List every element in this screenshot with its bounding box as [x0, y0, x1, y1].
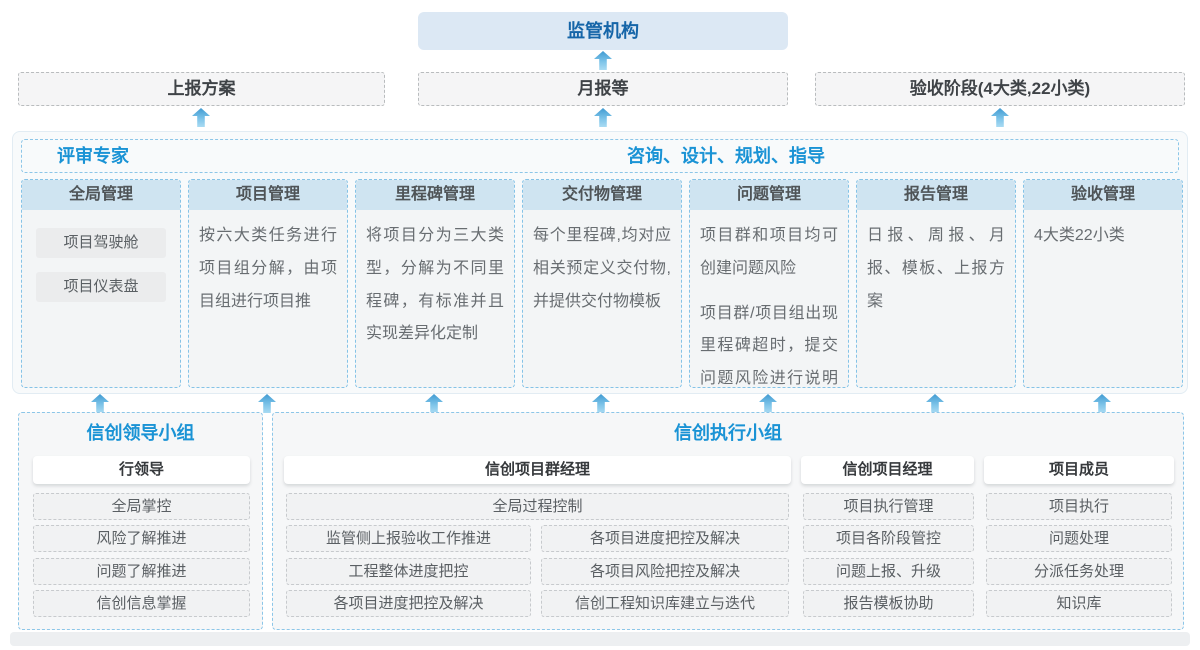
column-milestone-management: 里程碑管理 将项目分为三大类型，分解为不同里程碑，有标准并且实现差异化定制: [355, 179, 515, 388]
leader-duty-item: 问题了解推进: [33, 558, 250, 585]
leader-duty-item: 全局掌控: [33, 493, 250, 520]
up-arrow-icon: [926, 394, 944, 413]
management-platform-panel: 评审专家 咨询、设计、规划、指导 全局管理 项目驾驶舱 项目仪表盘 项目管理 按…: [12, 131, 1188, 394]
program-duty-item: 各项目风险把控及解决: [541, 558, 789, 585]
column-deliverable-management: 交付物管理 每个里程碑,均对应相关预定义交付物,并提供交付物模板: [522, 179, 682, 388]
pm-duty-item: 项目执行管理: [803, 493, 974, 520]
up-arrow-icon: [592, 394, 610, 413]
column-description: 日报、周报、月报、模板、上报方案: [867, 227, 1005, 310]
pm-duty-item: 问题上报、升级: [803, 558, 974, 585]
leadership-group-title: 信创领导小组: [86, 423, 195, 443]
project-cockpit-pill: 项目驾驶舱: [36, 228, 166, 258]
project-manager-role: 信创项目经理: [801, 456, 974, 484]
execution-group-title: 信创执行小组: [674, 423, 782, 443]
column-report-management: 报告管理 日报、周报、月报、模板、上报方案: [856, 179, 1016, 388]
acceptance-phase-box: 验收阶段(4大类,22小类): [815, 72, 1185, 106]
execution-group-box: 信创执行小组 信创项目群经理 信创项目经理 项目成员 全局过程控制 监管侧上报验…: [272, 412, 1184, 630]
up-arrow-icon: [192, 108, 210, 127]
leadership-group-box: 信创领导小组 行领导 全局掌控 风险了解推进 问题了解推进 信创信息掌握: [18, 412, 263, 630]
column-title: 里程碑管理: [356, 180, 514, 210]
leader-duty-item: 风险了解推进: [33, 525, 250, 552]
column-title: 报告管理: [857, 180, 1015, 210]
project-dashboard-pill: 项目仪表盘: [36, 272, 166, 302]
experts-banner: 评审专家 咨询、设计、规划、指导: [21, 139, 1179, 173]
member-duty-item: 知识库: [986, 590, 1172, 617]
up-arrow-icon: [594, 51, 612, 70]
report-plan-box: 上报方案: [18, 72, 385, 106]
column-description: 每个里程碑,均对应相关预定义交付物,并提供交付物模板: [533, 227, 671, 310]
column-title: 全局管理: [22, 180, 180, 210]
bottom-platform-bar: [10, 632, 1190, 646]
up-arrow-icon: [1093, 394, 1111, 413]
up-arrow-icon: [991, 108, 1009, 127]
column-global-management: 全局管理 项目驾驶舱 项目仪表盘: [21, 179, 181, 388]
column-description: 按六大类任务进行项目组分解，由项目组进行项目推: [199, 227, 337, 310]
program-duty-item: 全局过程控制: [286, 493, 789, 520]
consulting-guidance-label: 咨询、设计、规划、指导: [627, 146, 825, 166]
column-title: 项目管理: [189, 180, 347, 210]
column-description: 项目群和项目均可创建问题风险: [700, 227, 838, 277]
management-columns: 全局管理 项目驾驶舱 项目仪表盘 项目管理 按六大类任务进行项目组分解，由项目组…: [21, 179, 1183, 388]
column-title: 验收管理: [1024, 180, 1182, 210]
project-member-role: 项目成员: [984, 456, 1174, 484]
pm-duty-item: 项目各阶段管控: [803, 525, 974, 552]
up-arrow-icon: [425, 394, 443, 413]
column-acceptance-management: 验收管理 4大类22小类: [1023, 179, 1183, 388]
monthly-report-box: 月报等: [418, 72, 788, 106]
program-duty-item: 信创工程知识库建立与迭代: [541, 590, 789, 617]
column-project-management: 项目管理 按六大类任务进行项目组分解，由项目组进行项目推: [188, 179, 348, 388]
column-description: 4大类22小类: [1034, 227, 1125, 244]
column-issue-management: 问题管理 项目群和项目均可创建问题风险 项目群/项目组出现里程碑超时，提交问题风…: [689, 179, 849, 388]
regulator-box: 监管机构: [418, 12, 788, 50]
column-title: 问题管理: [690, 180, 848, 210]
leader-duty-item: 信创信息掌握: [33, 590, 250, 617]
program-duty-item: 各项目进度把控及解决: [286, 590, 531, 617]
program-duty-item: 各项目进度把控及解决: [541, 525, 789, 552]
column-description: 项目群/项目组出现里程碑超时，提交问题风险进行说明和解决: [700, 304, 838, 388]
column-description: 将项目分为三大类型，分解为不同里程碑，有标准并且实现差异化定制: [366, 227, 504, 343]
up-arrow-icon: [91, 394, 109, 413]
program-duty-item: 监管侧上报验收工作推进: [286, 525, 531, 552]
pm-duty-item: 报告模板协助: [803, 590, 974, 617]
column-title: 交付物管理: [523, 180, 681, 210]
up-arrow-icon: [759, 394, 777, 413]
bank-leader-role: 行领导: [33, 456, 250, 484]
member-duty-item: 项目执行: [986, 493, 1172, 520]
program-duty-item: 工程整体进度把控: [286, 558, 531, 585]
up-arrow-icon: [594, 108, 612, 127]
program-manager-role: 信创项目群经理: [284, 456, 791, 484]
member-duty-item: 问题处理: [986, 525, 1172, 552]
review-experts-label: 评审专家: [57, 146, 129, 166]
member-duty-item: 分派任务处理: [986, 558, 1172, 585]
up-arrow-icon: [258, 394, 276, 413]
